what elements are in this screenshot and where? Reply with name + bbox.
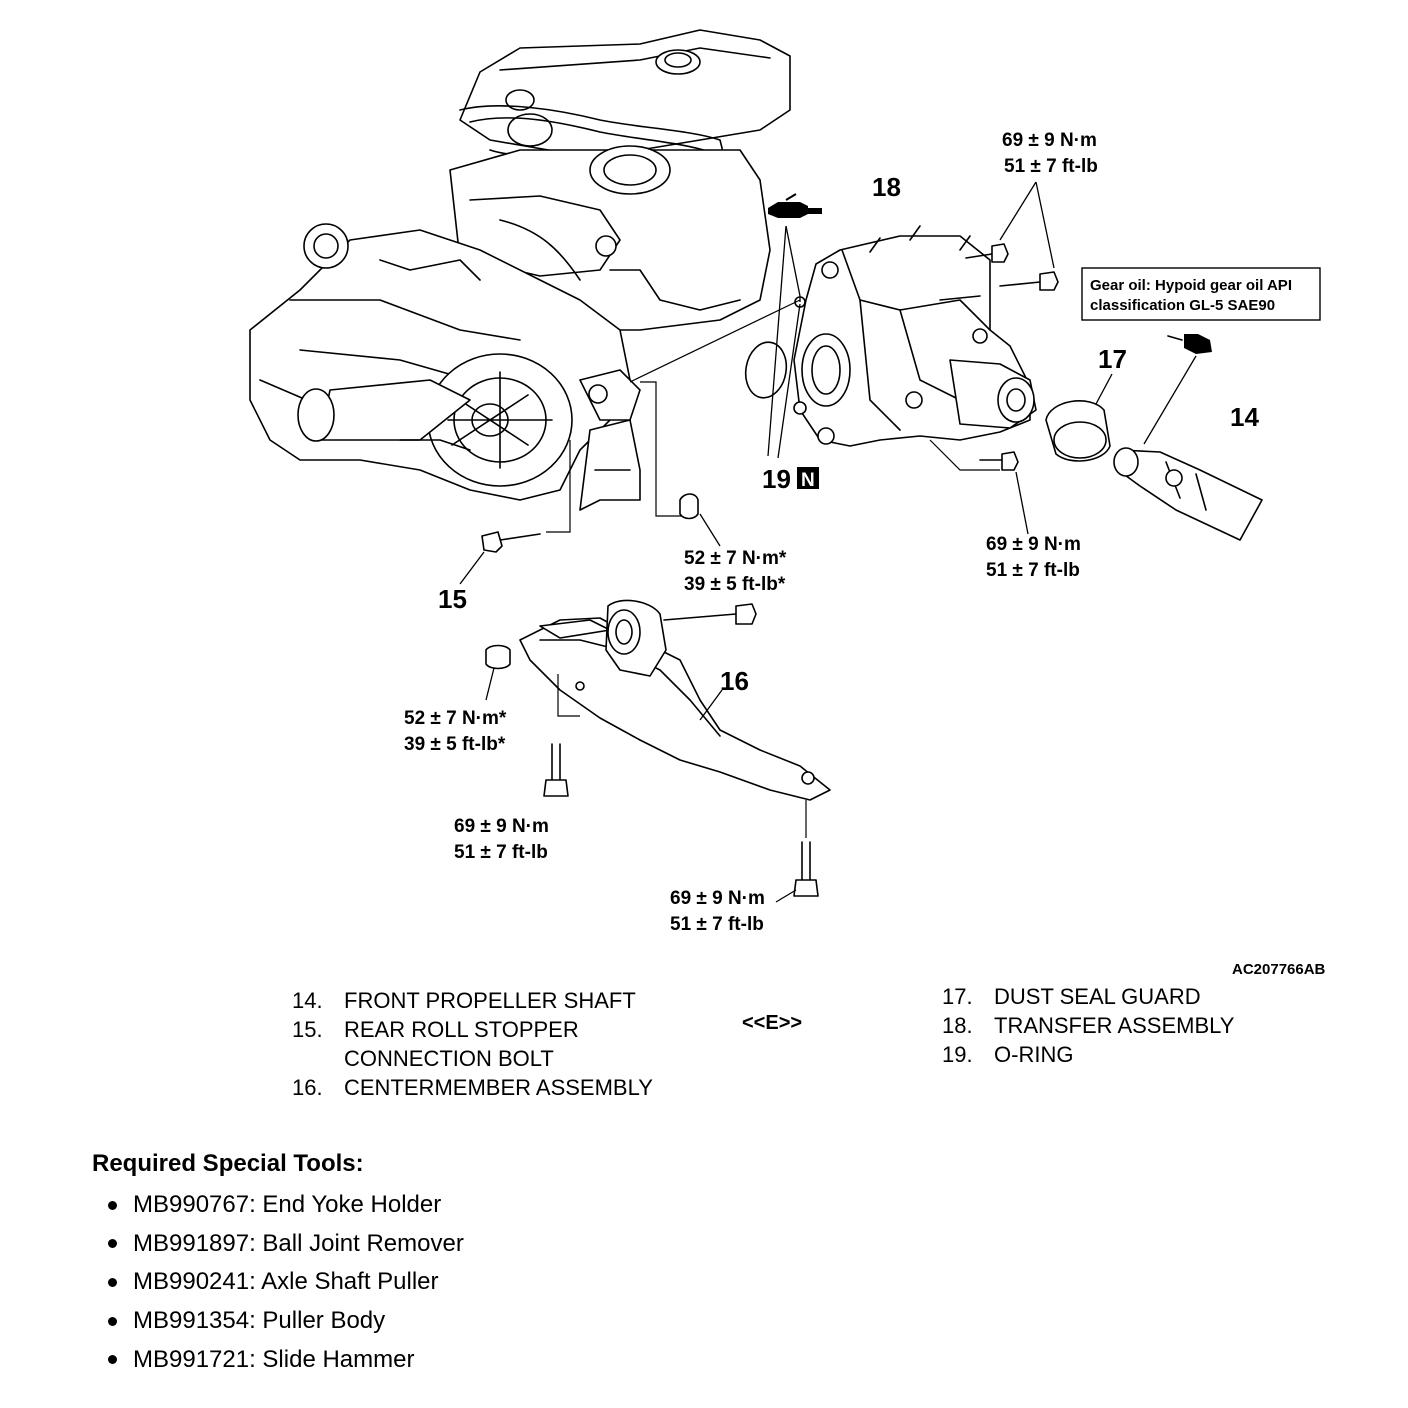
tools-list: MB990767: End Yoke Holder MB991897: Ball… (108, 1186, 464, 1379)
legend-item: 19. O-RING (942, 1040, 1234, 1069)
legend-item: 15. REAR ROLL STOPPER (292, 1015, 653, 1044)
centermember-bolt-right (793, 841, 819, 897)
legend-left: 14. FRONT PROPELLER SHAFT 15. REAR ROLL ST… (292, 986, 653, 1102)
legend-item: 14. FRONT PROPELLER SHAFT (292, 986, 653, 1015)
tool-text: MB990767: End Yoke Holder (133, 1191, 442, 1219)
callout-14: 14 (1230, 402, 1259, 432)
gear-oil-note-line-1: Gear oil: Hypoid gear oil API (1090, 277, 1292, 294)
centermember-drawing (519, 599, 831, 801)
callout-18: 18 (872, 172, 901, 202)
callout-19: 19 (762, 464, 791, 494)
tool-item: MB991897: Ball Joint Remover (108, 1225, 464, 1264)
torque-roll-nut-upper-imperial: 39 ± 5 ft-lb* (684, 574, 786, 595)
tool-text: MB991721: Slide Hammer (133, 1345, 415, 1373)
legend-num (292, 1044, 344, 1073)
callout-16: 16 (720, 666, 749, 696)
legend-text: O-RING (994, 1042, 1074, 1067)
centermember-bolt-left (543, 743, 569, 797)
torque-mid-right-imperial: 51 ± 7 ft-lb (986, 560, 1080, 581)
tool-text: MB991897: Ball Joint Remover (133, 1229, 464, 1257)
tool-text: MB991354: Puller Body (133, 1307, 386, 1335)
legend-marker: <<E>> (742, 1012, 803, 1034)
bullet-icon (108, 1239, 117, 1249)
torque-roll-nut-lower-imperial: 39 ± 5 ft-lb* (404, 734, 506, 755)
gear-oil-can-icon (1167, 334, 1212, 354)
legend-num: 17. (942, 984, 973, 1009)
legend-num: 18. (942, 1013, 973, 1038)
bullet-icon (108, 1316, 117, 1326)
tools-title: Required Special Tools: (92, 1150, 364, 1177)
legend-item: 17. DUST SEAL GUARD (942, 982, 1234, 1011)
legend-num: 15. (292, 1017, 323, 1042)
torque-center-bolt-left-imperial: 51 ± 7 ft-lb (454, 842, 548, 863)
torque-top-right-metric: 69 ± 9 N·m (1002, 130, 1097, 151)
n-badge-text: N (801, 470, 815, 491)
dust-seal-guard-part (1045, 400, 1111, 462)
legend-text: CONNECTION BOLT (344, 1046, 554, 1071)
exploded-view-diagram: 19 N (249, 29, 1326, 978)
legend-right: 17.DUST SEAL GUARD 18.TRANSFER ASSEMBLY … (942, 982, 1234, 1069)
transfer-bolts-upper (965, 243, 1059, 291)
legend-item: 18. TRANSFER ASSEMBLY (942, 1011, 1234, 1040)
torque-mid-right-metric: 69 ± 9 N·m (986, 534, 1081, 555)
transfer-assembly-drawing (793, 225, 1037, 447)
non-reusable-badge (797, 467, 819, 489)
legend-item: 16. CENTERMEMBER ASSEMBLY (292, 1073, 653, 1102)
tool-item: MB991721: Slide Hammer (108, 1340, 464, 1379)
rear-roll-stopper-bolt (481, 531, 541, 553)
bullet-icon (108, 1200, 117, 1210)
legend-text: DUST SEAL GUARD (994, 984, 1201, 1009)
transfer-bolt-lower (979, 451, 1019, 471)
front-propeller-shaft-part (1113, 447, 1263, 541)
legend-num: 19. (942, 1042, 973, 1067)
grease-gun-icon (768, 193, 822, 218)
legend-num: 14. (292, 988, 323, 1013)
roll-stopper-bolt (663, 603, 757, 625)
torque-roll-nut-lower-metric: 52 ± 7 N·m* (404, 708, 507, 729)
callout-15: 15 (438, 584, 467, 614)
torque-top-right-imperial: 51 ± 7 ft-lb (1004, 156, 1098, 177)
tool-item: MB990767: End Yoke Holder (108, 1186, 464, 1225)
figure-code: AC207766AB (1232, 961, 1326, 978)
legend-item: CONNECTION BOLT (292, 1044, 653, 1073)
torque-roll-nut-upper-metric: 52 ± 7 N·m* (684, 548, 787, 569)
bullet-icon (108, 1355, 117, 1365)
bullet-icon (108, 1277, 117, 1287)
gear-oil-note-line-2: classification GL-5 SAE90 (1090, 297, 1275, 314)
tool-item: MB990241: Axle Shaft Puller (108, 1263, 464, 1302)
legend-text: TRANSFER ASSEMBLY (994, 1013, 1235, 1038)
legend-text: FRONT PROPELLER SHAFT (344, 988, 636, 1013)
legend-text: CENTERMEMBER ASSEMBLY (344, 1075, 653, 1100)
torque-center-bolt-right-imperial: 51 ± 7 ft-lb (670, 914, 764, 935)
tool-text: MB990241: Axle Shaft Puller (133, 1268, 439, 1296)
tool-item: MB991354: Puller Body (108, 1302, 464, 1341)
centermember-nut (485, 644, 511, 670)
torque-center-bolt-right-metric: 69 ± 9 N·m (670, 888, 765, 909)
legend-text: REAR ROLL STOPPER (344, 1017, 579, 1042)
engine-transaxle-drawing (249, 29, 801, 533)
roll-stopper-nut-upper (679, 493, 699, 520)
gear-oil-note-box (1081, 267, 1321, 321)
torque-center-bolt-left-metric: 69 ± 9 N·m (454, 816, 549, 837)
legend-num: 16. (292, 1075, 323, 1100)
callout-17: 17 (1098, 344, 1127, 374)
